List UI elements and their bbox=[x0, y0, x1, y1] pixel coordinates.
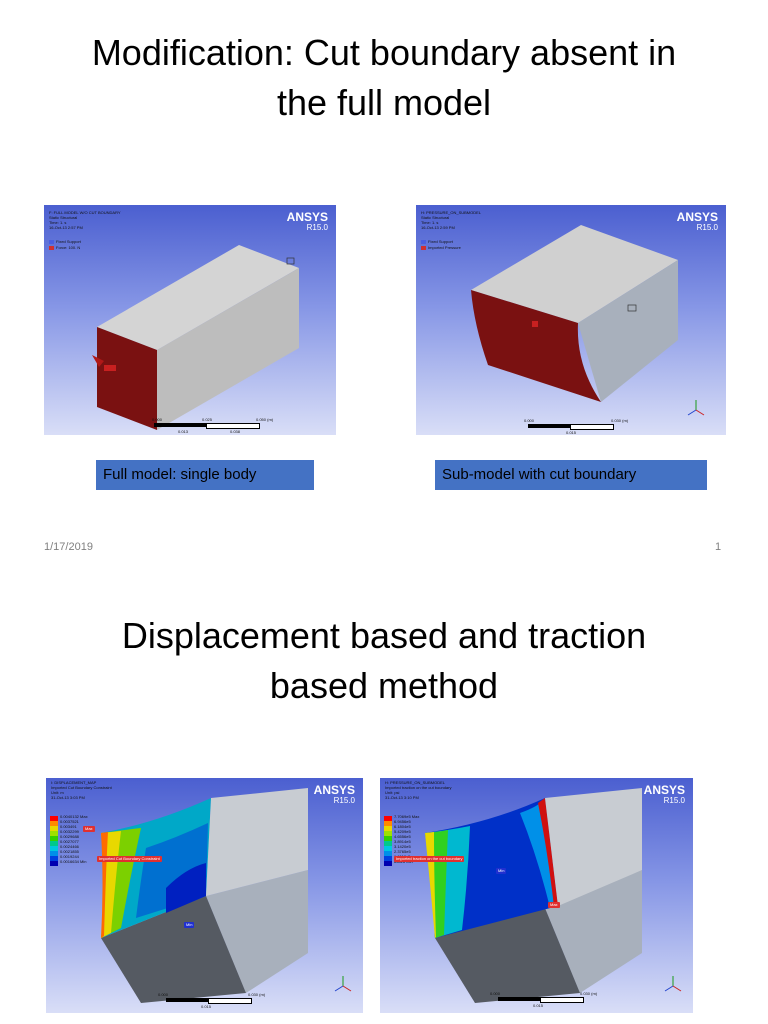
slide-title-line2: based method bbox=[269, 665, 499, 706]
max-marker: Max bbox=[83, 826, 95, 832]
displacement-contour-geometry bbox=[101, 788, 352, 1003]
legend-swatch-b bbox=[421, 245, 426, 250]
full-model-geometry bbox=[92, 245, 299, 430]
footer-date: 1/17/2019 bbox=[44, 541, 93, 553]
axis-triad-icon bbox=[334, 976, 352, 992]
boundary-legend: Fixed Support Imported Pressure bbox=[421, 239, 461, 251]
submodel-geometry bbox=[471, 225, 705, 416]
callout-label: Imported Cut Boundary Constraint bbox=[97, 856, 162, 862]
slide-title-line1: Modification: Cut boundary absent in bbox=[91, 32, 677, 73]
min-marker: Min bbox=[184, 922, 195, 928]
traction-contour-geometry bbox=[425, 788, 682, 1003]
max-marker: Max bbox=[548, 902, 560, 908]
contour-color-bar bbox=[384, 816, 392, 866]
slide-title-line1: Displacement based and traction bbox=[121, 615, 647, 656]
legend-swatch-a bbox=[421, 239, 426, 244]
caption-full-model: Full model: single body bbox=[96, 460, 314, 490]
caption-submodel: Sub-model with cut boundary bbox=[435, 460, 707, 490]
min-marker: Min bbox=[496, 868, 507, 874]
axis-triad-icon bbox=[687, 400, 705, 416]
boundary-legend: Fixed Support Force: 100. N bbox=[49, 239, 81, 251]
footer-page-number: 1 bbox=[715, 541, 722, 553]
legend-swatch-b bbox=[49, 245, 54, 250]
axis-triad-icon bbox=[664, 976, 682, 992]
contour-color-bar bbox=[50, 816, 58, 866]
legend-swatch-a bbox=[49, 239, 54, 244]
callout-label: Imported traction on the cut boundary bbox=[394, 856, 465, 862]
slide-title-line2: the full model bbox=[276, 82, 492, 123]
